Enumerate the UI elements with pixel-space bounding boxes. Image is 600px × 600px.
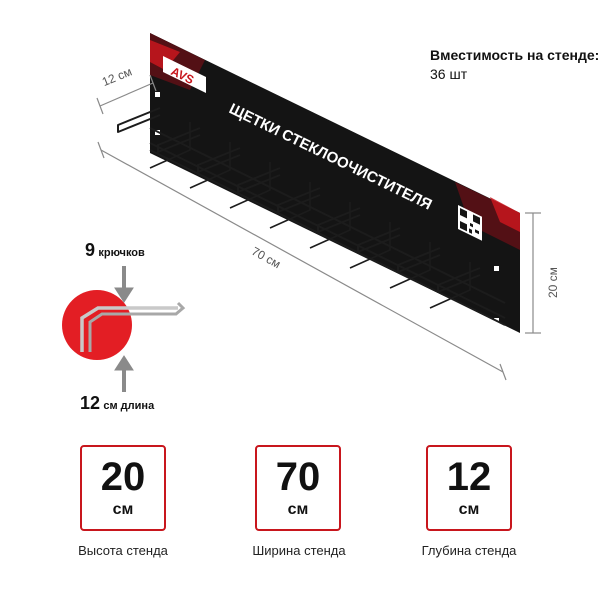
spec-box-depth: 12 см [426, 445, 512, 531]
hook-count-number: 9 [85, 240, 96, 260]
spec-value: 20 [100, 455, 146, 499]
qr-code-icon [458, 205, 482, 241]
dimension-lines [96, 74, 541, 381]
arrow-icon [114, 266, 134, 392]
wire-rack [117, 107, 506, 326]
spec-caption-width: Ширина стенда [252, 543, 346, 558]
capacity-note: Вместимость на стенде: 36 шт [430, 46, 600, 84]
hook-supports [149, 122, 471, 309]
spec-unit: см [112, 501, 134, 518]
hook-icon [62, 290, 186, 360]
height-dimension-label: 20 см [546, 267, 560, 298]
capacity-label: Вместимость на стенде: [430, 47, 600, 63]
hook-length-text: см длина [103, 400, 155, 412]
spec-unit: см [287, 501, 309, 518]
hook-length-note: 12 см длина [80, 393, 154, 414]
spec-unit: см [458, 501, 480, 518]
hook-count-text: крючков [98, 247, 145, 259]
spec-caption-height: Высота стенда [78, 543, 168, 558]
capacity-value: 36 шт [430, 66, 468, 82]
spec-box-width: 70 см [255, 445, 341, 531]
spec-value: 70 [275, 455, 321, 499]
hook-count-note: 9 крючков [85, 240, 145, 261]
spec-box-height: 20 см [80, 445, 166, 531]
hook-wires [117, 107, 481, 293]
spec-caption-depth: Глубина стенда [421, 543, 517, 558]
hook-length-number: 12 [80, 393, 101, 413]
brand-logo [163, 56, 206, 93]
spec-value: 12 [446, 455, 492, 499]
